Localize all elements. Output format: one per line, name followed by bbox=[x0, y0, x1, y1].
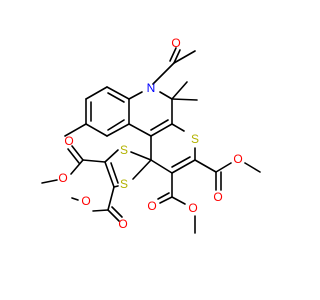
bond-spiro-s-a bbox=[130, 151, 152, 161]
bond-acetyl-n bbox=[152, 62, 175, 85]
atom-o-ester-l2-ether: O bbox=[81, 194, 90, 208]
bond-el2-ome bbox=[71, 197, 79, 201]
bond-ar-3 bbox=[85, 123, 108, 137]
bond-acetyl-carbonyl bbox=[173, 49, 181, 64]
bond-el2-oc bbox=[92, 209, 109, 212]
molecule-structure-diagram: O N S S S O O O O O O O O bbox=[41, 36, 261, 234]
bond-er2-co bbox=[159, 196, 173, 204]
bond-c4a-c10b bbox=[150, 123, 173, 137]
bond-s-a-c bbox=[104, 149, 119, 163]
bond-er2-co-double bbox=[157, 192, 170, 200]
atom-labels: O N S S S O O O O O O O O bbox=[58, 36, 242, 231]
bond-el2-co-double bbox=[111, 206, 123, 218]
bond-c3-c2-double bbox=[171, 156, 191, 168]
bond-c10b-c10a bbox=[128, 123, 152, 137]
atom-s-dithiole-b: S bbox=[120, 177, 128, 191]
bond-er1-c bbox=[194, 159, 217, 173]
bond-n-arc bbox=[128, 91, 143, 100]
bond-dithiole-cc-double bbox=[110, 162, 119, 184]
bond-ar-2d bbox=[107, 119, 125, 131]
atom-o-ester-l1-carbonyl: O bbox=[64, 134, 73, 148]
bond-c4a-s bbox=[171, 123, 185, 132]
bond-cme2-me1 bbox=[171, 81, 188, 100]
atom-o-ester-r2-carbonyl: O bbox=[147, 199, 156, 213]
bond-dithiole-cc bbox=[104, 161, 115, 188]
bond-cme2-me2 bbox=[171, 98, 198, 101]
atom-o-ester-r2-ether: O bbox=[188, 201, 197, 215]
bond-spiro-s-b bbox=[132, 159, 152, 180]
bond-ar-methyl bbox=[64, 123, 87, 137]
atom-n-ring: N bbox=[147, 81, 156, 95]
bond-er2-oc bbox=[171, 196, 186, 205]
bond-el2-c bbox=[107, 186, 115, 211]
bond-ar-6 bbox=[106, 86, 130, 100]
atom-s-thiopyran: S bbox=[191, 132, 199, 146]
atom-s-dithiole-a: S bbox=[120, 143, 128, 157]
atom-o-ester-r1-carbonyl: O bbox=[213, 190, 222, 204]
atom-o-ester-l2-carbonyl: O bbox=[118, 217, 127, 231]
bond-el1-c bbox=[82, 159, 106, 163]
bond-el2-co bbox=[107, 209, 120, 222]
bond-ar-6d bbox=[107, 92, 125, 103]
bond-ar-2 bbox=[106, 123, 130, 137]
bond-skeleton bbox=[41, 47, 261, 234]
bond-n-cme2 bbox=[159, 91, 173, 100]
bond-el1-co bbox=[71, 145, 84, 161]
atom-o-ester-l1-ether: O bbox=[58, 171, 67, 185]
bond-er1-oc bbox=[215, 162, 232, 173]
bond-c2-spiro bbox=[150, 159, 173, 174]
bond-el1-ome bbox=[41, 179, 58, 184]
bond-ar-5 bbox=[85, 86, 108, 100]
bond-er1-ome bbox=[244, 162, 261, 173]
bond-el1-co-double bbox=[67, 148, 80, 164]
atom-o-acetyl: O bbox=[171, 36, 180, 50]
bond-acetyl-carbonyl-double bbox=[169, 47, 177, 62]
atom-o-ester-r1-ether: O bbox=[233, 152, 242, 166]
bond-c4a-c10b-double bbox=[150, 119, 169, 131]
molecule-canvas: O N S S S O O O O O O O O bbox=[41, 36, 261, 234]
bond-c3-c2 bbox=[171, 159, 196, 174]
bond-acetyl-methyl bbox=[173, 50, 196, 64]
bond-el1-oc bbox=[70, 159, 84, 175]
